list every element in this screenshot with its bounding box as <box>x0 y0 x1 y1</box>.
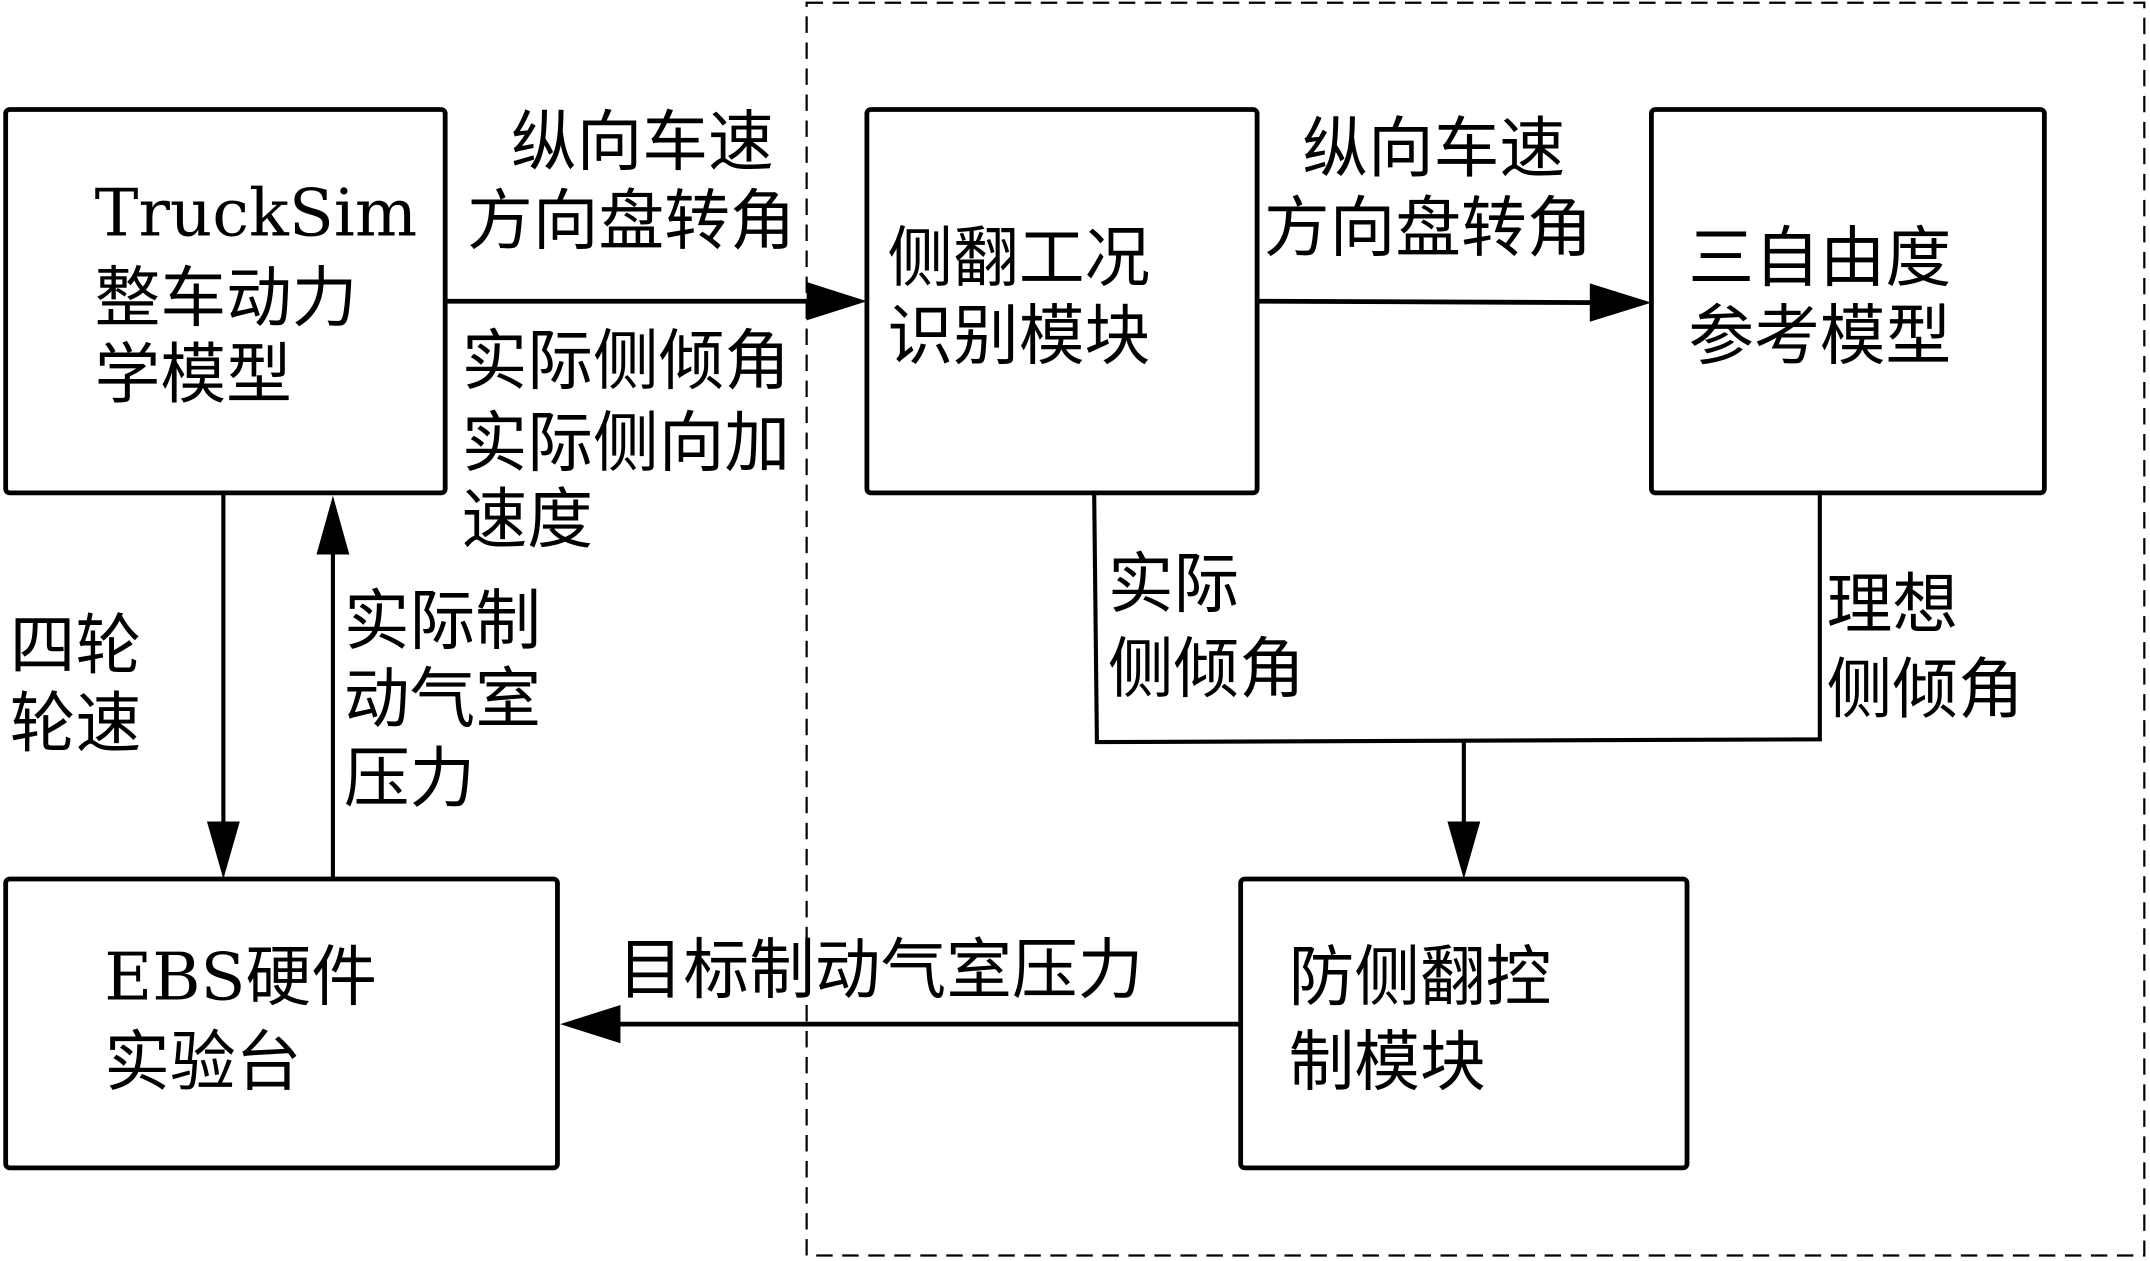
arrow-trucksim-to-rollover-id <box>445 282 867 321</box>
label-steer-angle-1: 方向盘转角 <box>467 184 796 260</box>
ebs-line-1: EBS硬件 <box>104 939 377 1015</box>
ebs-line-2: 实验台 <box>104 1024 301 1100</box>
label-steer-angle-2: 方向盘转角 <box>1264 191 1593 267</box>
ebs-box: EBS硬件 实验台 <box>3 876 560 1171</box>
label-ideal-roll-angle: 侧倾角 <box>1827 652 2024 728</box>
label-actual-roll-angle: 侧倾角 <box>1108 631 1305 707</box>
rollover-identification-box: 侧翻工况 识别模块 <box>864 107 1260 496</box>
label-long-speed-2: 纵向车速 <box>1302 111 1565 187</box>
trucksim-line-3: 学模型 <box>95 337 292 413</box>
label-wheel-speed: 轮速 <box>10 686 141 762</box>
arrow-anti-roll-to-ebs <box>560 1004 1241 1044</box>
label-actual-brake-3: 压力 <box>344 741 475 817</box>
ref-model-line-1: 三自由度 <box>1688 221 1951 297</box>
rollover-id-line-1: 侧翻工况 <box>887 221 1150 297</box>
trucksim-line-2: 整车动力 <box>95 260 358 336</box>
label-actual-roll-angle-1: 实际侧倾角 <box>462 323 791 399</box>
reference-model-box: 三自由度 参考模型 <box>1649 107 2047 496</box>
label-actual-lat-accel-1: 实际侧向加 <box>462 406 791 482</box>
connector-actual-and-ideal-roll <box>1092 492 1822 880</box>
trucksim-line-1: TruckSim <box>95 175 417 251</box>
arrow-trucksim-to-ebs <box>206 492 240 880</box>
anti-roll-line-2: 制模块 <box>1289 1024 1486 1100</box>
anti-roll-line-1: 防侧翻控 <box>1289 939 1552 1015</box>
label-actual-brake-2: 动气室 <box>344 662 541 738</box>
ref-model-line-2: 参考模型 <box>1688 299 1951 375</box>
label-actual-brake-1: 实际制 <box>344 584 541 660</box>
anti-rollover-control-box: 防侧翻控 制模块 <box>1238 876 1690 1171</box>
arrow-ebs-to-trucksim <box>316 495 350 880</box>
label-actual-roll: 实际 <box>1108 547 1239 623</box>
label-actual-lat-accel-2: 速度 <box>462 482 593 558</box>
trucksim-box: TruckSim 整车动力 学模型 <box>3 107 448 496</box>
rollover-id-line-2: 识别模块 <box>887 299 1150 375</box>
arrow-rollover-id-to-ref-model <box>1257 283 1652 322</box>
label-long-speed-1: 纵向车速 <box>511 104 774 180</box>
controller-boundary <box>805 1 2146 1257</box>
label-target-brake-pressure: 目标制动气室压力 <box>618 933 1144 1009</box>
label-ideal-roll: 理想 <box>1827 567 1958 643</box>
label-four-wheel: 四轮 <box>10 608 141 684</box>
